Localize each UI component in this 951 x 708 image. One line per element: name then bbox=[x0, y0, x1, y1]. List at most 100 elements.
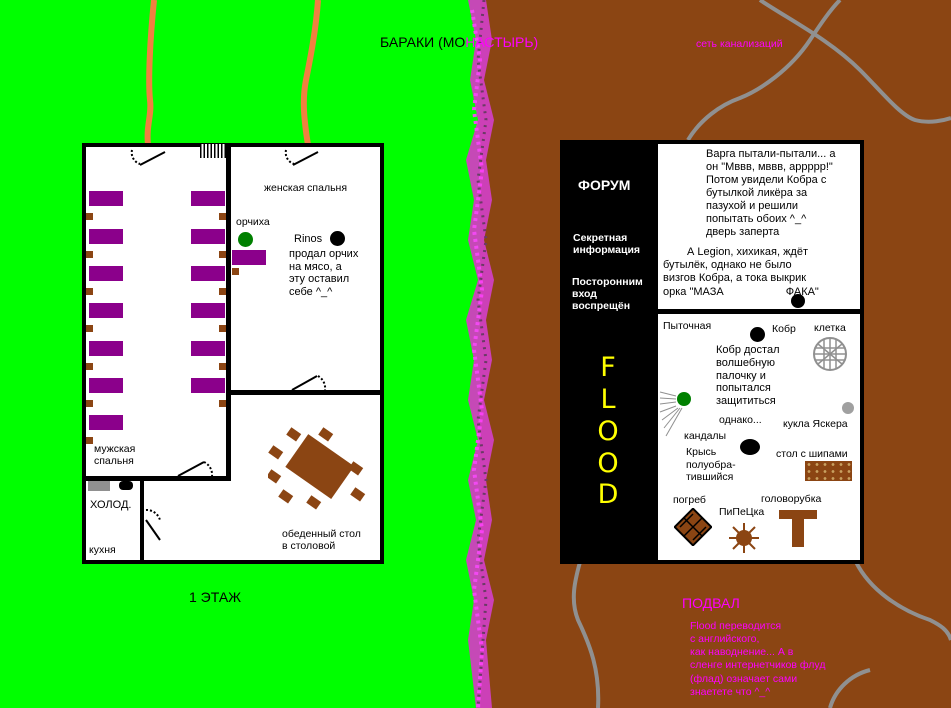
women-bedroom-label: женская спальня bbox=[264, 182, 348, 194]
spike-table-label: стол с шипами bbox=[776, 448, 848, 460]
bed bbox=[89, 415, 123, 430]
however-label: однако... bbox=[719, 414, 762, 426]
bed bbox=[89, 229, 123, 244]
flood-note: Flood переводится с английского, как нав… bbox=[690, 620, 825, 699]
cellar-icon bbox=[674, 508, 712, 546]
kobr-label: Кобр bbox=[772, 323, 796, 335]
story-text: Варга пытали-пытали... а он "Мввв, мввв,… bbox=[706, 148, 835, 239]
sewer-line-4 bbox=[854, 561, 951, 641]
story-line: дверь заперта bbox=[706, 225, 780, 238]
forum-no-entry-line: воспрещён bbox=[572, 300, 631, 313]
kobr-story: Кобр достал волшебную палочку и попыталс… bbox=[716, 344, 780, 408]
bed bbox=[191, 191, 225, 206]
wall-h-men bbox=[82, 476, 231, 481]
bed bbox=[191, 266, 225, 281]
flood-note-line: как наводнение... А в bbox=[690, 646, 794, 659]
rinos-note: продал орчих на мясо, а эту оставил себе… bbox=[289, 248, 381, 299]
dining-table bbox=[268, 427, 366, 510]
wall-h-women bbox=[226, 390, 384, 395]
title-part-1: БАРАКИ (МО bbox=[380, 34, 466, 50]
cellar-label: погреб bbox=[673, 494, 706, 506]
torture-room-label: Пыточная bbox=[663, 320, 712, 332]
forum-block bbox=[562, 142, 658, 562]
pipetka-icon bbox=[729, 523, 759, 553]
dining-line: обеденный стол bbox=[282, 528, 361, 540]
flood-note-line: знаетете что ^_^ bbox=[690, 685, 771, 698]
legion-maza: орка "МАЗА bbox=[663, 285, 724, 298]
nightstand bbox=[219, 325, 226, 332]
bed bbox=[89, 341, 123, 356]
kitchen-label: кухня bbox=[89, 544, 116, 556]
kobr-story-line: попытался bbox=[716, 382, 771, 395]
kobr-story-line: палочку и bbox=[716, 369, 766, 382]
border-noise bbox=[466, 0, 494, 708]
dining-label: обеденный стол в столовой bbox=[282, 528, 361, 552]
flood-note-line: (флад) означает сами bbox=[690, 672, 798, 685]
bed bbox=[191, 341, 225, 356]
legion-line: А Legion, хихикая, ждёт bbox=[687, 246, 808, 258]
sewer-line-3 bbox=[571, 561, 601, 708]
orc-bed bbox=[232, 250, 266, 265]
wall-v-kitchen bbox=[140, 476, 144, 564]
shackles-label: кандалы bbox=[684, 430, 727, 442]
story-line: Потом увидели Кобра с bbox=[706, 173, 827, 186]
nightstand bbox=[86, 251, 93, 258]
sewer-label: сеть канализаций bbox=[696, 38, 783, 50]
kobr-story-line: волшебную bbox=[716, 356, 775, 369]
legion-line: визгов Кобра, а тока выкрик bbox=[663, 272, 807, 285]
rinos-label: Rinos bbox=[294, 233, 323, 245]
pipetka-label: ПиПеЦка bbox=[719, 506, 765, 518]
bed bbox=[191, 378, 225, 393]
stairs bbox=[200, 144, 226, 158]
doll-dot bbox=[842, 402, 854, 414]
story-line: он "Мввв, мввв, арррpp!" bbox=[706, 160, 833, 173]
sewer-line-2 bbox=[758, 0, 951, 124]
nightstand bbox=[86, 325, 93, 332]
flood-note-line: сленге интернетчиков флуд bbox=[690, 659, 826, 672]
nightstand bbox=[86, 363, 93, 370]
doll-label: кукла Яскера bbox=[783, 418, 848, 430]
cage-icon bbox=[813, 337, 847, 371]
flood-vertical: FLOOD bbox=[596, 352, 620, 511]
basement-label: ПОДВАЛ bbox=[682, 595, 740, 611]
kobr-story-line: защититься bbox=[716, 395, 776, 407]
flood-note-line: с английского, bbox=[690, 633, 760, 646]
dining-line: в столовой bbox=[282, 540, 336, 553]
story-line: попытать обоих ^_^ bbox=[706, 212, 807, 225]
nightstand bbox=[219, 213, 226, 220]
spike-table bbox=[805, 461, 852, 481]
bed bbox=[89, 303, 123, 318]
nightstand bbox=[86, 213, 93, 220]
rat-label: Крысь полуобра- тившийся bbox=[686, 446, 736, 484]
bed bbox=[191, 229, 225, 244]
map-title: БАРАКИ (МОНАСТЫРЬ) bbox=[380, 34, 538, 50]
legion-text: А Legion, хихикая, ждёт бутылёк, однако … bbox=[663, 246, 819, 299]
bed bbox=[89, 191, 123, 206]
cage-label: клетка bbox=[814, 322, 846, 334]
rinos-note-line: продал орчих bbox=[289, 248, 359, 260]
forum-no-entry-line: Посторонним bbox=[572, 276, 643, 288]
nightstand bbox=[86, 400, 93, 407]
sewer-line-5 bbox=[828, 668, 871, 708]
story-line: Варга пытали-пытали... а bbox=[706, 148, 836, 160]
nightstand bbox=[219, 363, 226, 370]
rinos-note-line: себе ^_^ bbox=[289, 285, 333, 298]
rinos-dot bbox=[330, 231, 345, 246]
legion-dot bbox=[791, 294, 805, 308]
guillotine-icon bbox=[779, 510, 817, 547]
bed bbox=[191, 303, 225, 318]
story-line: бутылкой ликёра за bbox=[706, 186, 808, 199]
fridge-block bbox=[88, 481, 110, 491]
flood-note-line: Flood переводится bbox=[690, 620, 782, 632]
kobr-dot bbox=[750, 327, 765, 342]
orange-path-left bbox=[144, 0, 157, 146]
guillotine-label: головоруб­ка bbox=[761, 493, 822, 505]
wall-h-story bbox=[656, 309, 862, 314]
rat-line: Крысь bbox=[686, 446, 717, 458]
stove bbox=[119, 481, 133, 490]
title-part-2: НАСТЫРЬ) bbox=[465, 34, 539, 50]
story-line: пазухой и решили bbox=[706, 199, 799, 212]
men-bedroom-line: спальня bbox=[94, 455, 134, 468]
shackles-icon bbox=[659, 391, 691, 437]
